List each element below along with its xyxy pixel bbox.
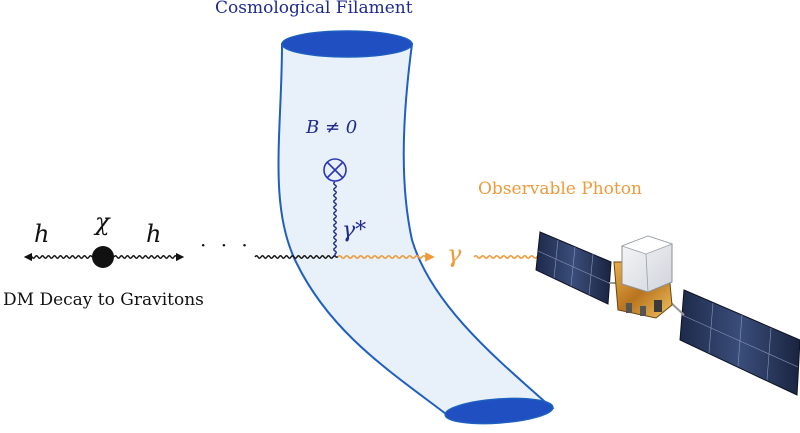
- dm-decay-label: DM Decay to Gravitons: [3, 290, 204, 310]
- filament-top-cap: [281, 30, 413, 58]
- graviton-line-left: [23, 252, 93, 262]
- virtual-photon-line: [333, 181, 337, 257]
- particle-dot-icon: [92, 246, 114, 268]
- cross-circle-icon: [323, 158, 347, 182]
- filament-body: [277, 43, 555, 416]
- ellipsis-dots: · · ·: [200, 233, 252, 257]
- graviton-symbol-right: h: [146, 220, 162, 248]
- graviton-line-right: [113, 252, 185, 262]
- graviton-line-incoming: [254, 255, 338, 259]
- satellite-icon: [535, 231, 800, 396]
- observable-photon-label: Observable Photon: [478, 179, 642, 199]
- filament-tube: [277, 30, 555, 425]
- photon-symbol: γ: [447, 240, 462, 268]
- dark-matter-symbol: χ: [95, 208, 110, 236]
- magnetic-field-label: B ≠ 0: [306, 117, 358, 138]
- photon-line-inside: [337, 252, 435, 262]
- diagram-title: Cosmological Filament: [215, 0, 413, 18]
- graviton-symbol-left: h: [34, 220, 50, 248]
- virtual-photon-label: γ*: [342, 218, 367, 243]
- filament-bottom-cap: [444, 397, 554, 425]
- solar-panel-left: [535, 231, 612, 305]
